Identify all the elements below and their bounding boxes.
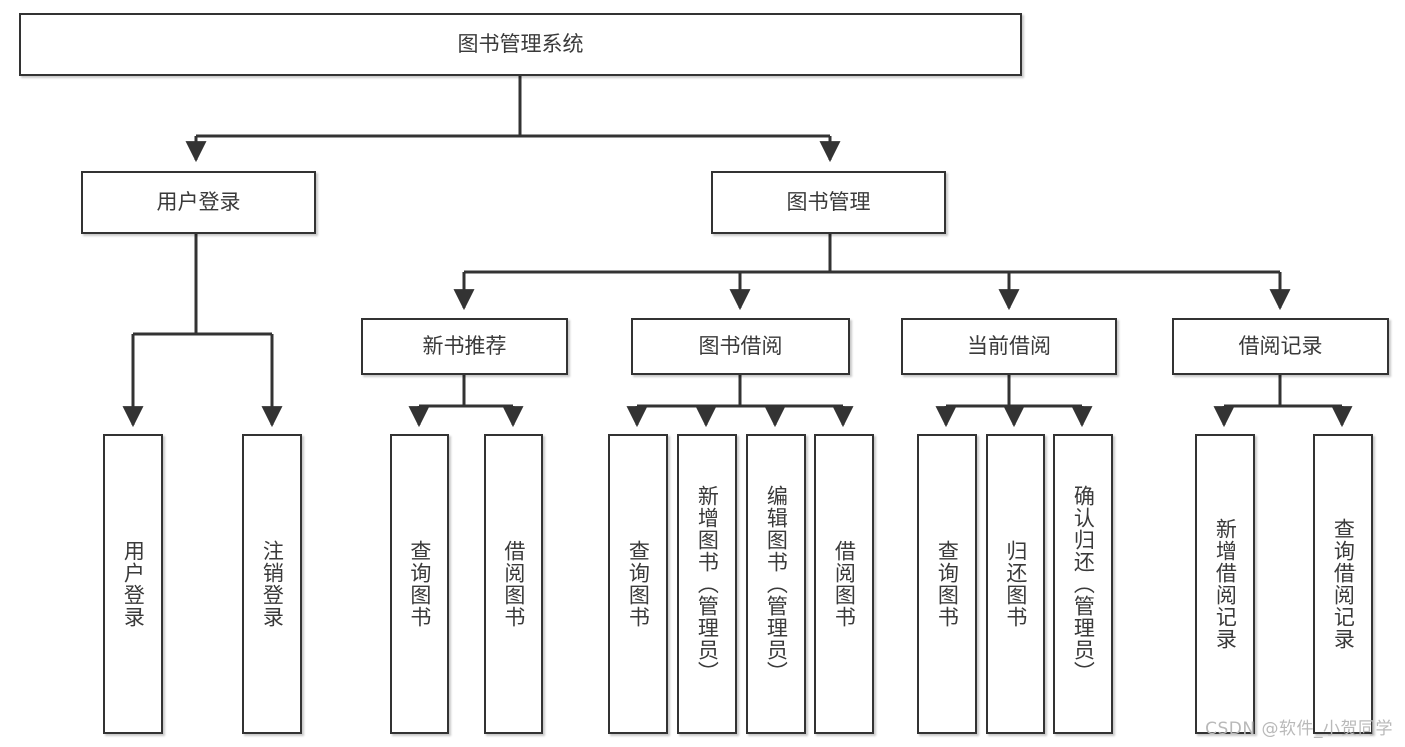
node-label: 图书管理 [786,190,871,215]
node-label: 新增借阅记录 [1213,518,1238,650]
node-label: 当前借阅 [967,334,1051,359]
node-book-borrow[interactable]: 图书借阅 [631,318,850,375]
node-label: 用户登录 [121,540,146,628]
node-book-management-system[interactable]: 图书管理系统 [19,13,1022,76]
node-label: 查询图书 [935,540,960,628]
node-label: 注销登录 [260,540,285,628]
node-leaf-borrow-book-2[interactable]: 借阅图书 [814,434,874,734]
node-label: 借阅图书 [501,540,526,628]
node-label: 查询图书 [626,540,651,628]
node-label: 编辑图书（管理员） [764,485,789,683]
node-book-management[interactable]: 图书管理 [711,171,946,234]
node-leaf-borrow-book-1[interactable]: 借阅图书 [484,434,543,734]
node-leaf-query-book-2[interactable]: 查询图书 [608,434,668,734]
node-label: 借阅记录 [1238,334,1323,359]
node-label: 确认归还（管理员） [1071,485,1096,683]
node-label: 查询图书 [407,540,432,628]
node-user-login[interactable]: 用户登录 [81,171,316,234]
node-label: 图书管理系统 [457,32,584,57]
node-current-borrow[interactable]: 当前借阅 [901,318,1117,375]
node-leaf-logout-login[interactable]: 注销登录 [242,434,302,734]
node-label: 图书借阅 [698,334,783,359]
node-leaf-confirm-return[interactable]: 确认归还（管理员） [1053,434,1113,734]
node-leaf-edit-book[interactable]: 编辑图书（管理员） [746,434,806,734]
node-leaf-add-book[interactable]: 新增图书（管理员） [677,434,737,734]
node-leaf-query-book-3[interactable]: 查询图书 [917,434,977,734]
node-leaf-query-book-1[interactable]: 查询图书 [390,434,449,734]
node-label: 查询借阅记录 [1331,518,1356,650]
node-leaf-query-record[interactable]: 查询借阅记录 [1313,434,1373,734]
node-leaf-add-record[interactable]: 新增借阅记录 [1195,434,1255,734]
node-label: 用户登录 [156,190,241,215]
node-label: 新书推荐 [422,334,507,359]
node-new-book-recommend[interactable]: 新书推荐 [361,318,568,375]
node-label: 新增图书（管理员） [695,485,720,683]
node-leaf-return-book[interactable]: 归还图书 [986,434,1045,734]
node-label: 归还图书 [1003,540,1028,628]
node-label: 借阅图书 [832,540,857,628]
node-borrow-record[interactable]: 借阅记录 [1172,318,1389,375]
node-leaf-user-login[interactable]: 用户登录 [103,434,163,734]
